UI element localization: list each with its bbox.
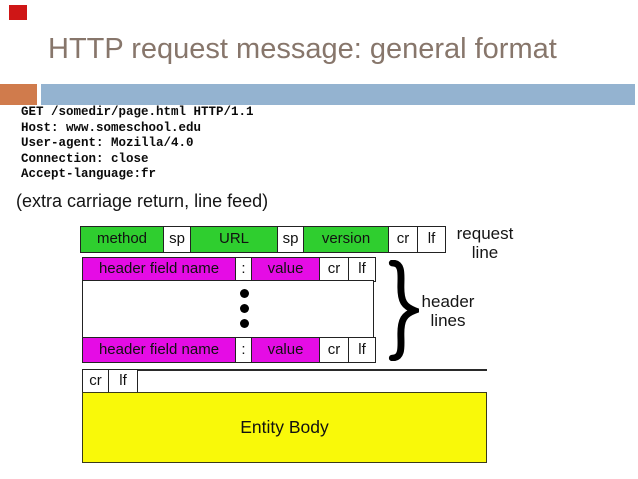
curly-brace-icon (388, 260, 419, 361)
header-lines-label-line1: header (421, 292, 475, 311)
cell-method: method (80, 226, 164, 253)
cell-url: URL (190, 226, 278, 253)
cell-lf-blank-line: lf (108, 369, 138, 393)
vertical-ellipsis-dot (240, 304, 249, 313)
request-line-label-line2: line (471, 243, 499, 262)
entity-body-box: Entity Body (82, 392, 487, 463)
cell-value-2: value (251, 337, 320, 363)
blank-line-strip (82, 369, 487, 393)
header-lines-label-line2: lines (430, 310, 466, 330)
cell-header-field-name-1: header field name (82, 257, 236, 282)
more-headers-box (82, 280, 374, 339)
cell-version: version (303, 226, 389, 253)
code-line-user-agent: User-agent: Mozilla/4.0 (21, 136, 194, 151)
slide-title: HTTP request message: general format (48, 33, 557, 65)
code-line-request: GET /somedir/page.html HTTP/1.1 (21, 105, 254, 119)
code-line-connection: Connection: close (21, 151, 149, 166)
code-line-host: Host: www.someschool.edu (21, 120, 202, 135)
request-line-label: request line (445, 224, 525, 262)
red-square-marker (9, 5, 27, 20)
cell-sp-2: sp (277, 226, 304, 253)
cell-cr-request-line: cr (388, 226, 418, 253)
cell-cr-blank-line: cr (82, 369, 109, 393)
cell-cr-header-1: cr (319, 257, 349, 282)
cell-header-field-name-2: header field name (82, 337, 236, 363)
accent-bar-blue (41, 84, 635, 105)
accent-square-orange (0, 84, 37, 105)
cell-colon-1: : (235, 257, 252, 282)
cell-lf-header-2: lf (348, 337, 376, 363)
header-lines-label: header lines (408, 292, 488, 330)
cell-colon-2: : (235, 337, 252, 363)
http-request-code: GET /somedir/page.html HTTP/1.1 Host: ww… (21, 105, 254, 183)
cell-lf-request-line: lf (417, 226, 446, 253)
vertical-ellipsis-dot (240, 289, 249, 298)
request-line-label-line1: request (456, 224, 514, 243)
vertical-ellipsis-dot (240, 319, 249, 328)
cell-lf-header-1: lf (348, 257, 376, 282)
cell-cr-header-2: cr (319, 337, 349, 363)
cell-value-1: value (251, 257, 320, 282)
cell-sp-1: sp (163, 226, 191, 253)
code-line-accept-language: Accept-language:fr (21, 167, 157, 182)
extra-crlf-note: (extra carriage return, line feed) (16, 191, 269, 211)
